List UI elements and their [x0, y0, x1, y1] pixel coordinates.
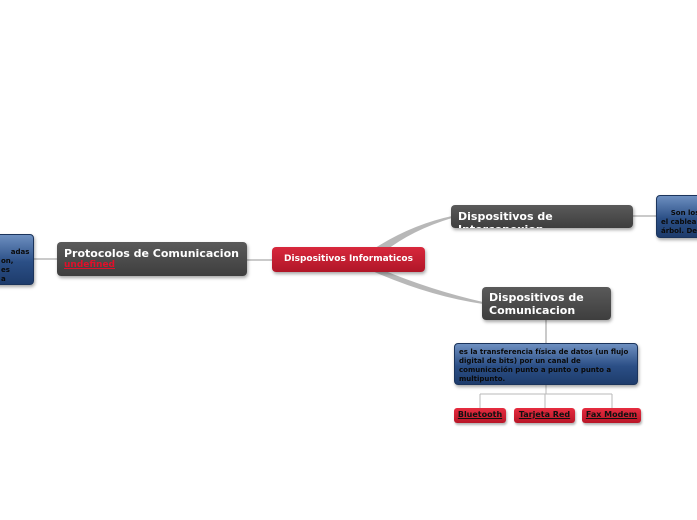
link-central-interconexion [372, 216, 452, 252]
device-bluetooth-label: Bluetooth [457, 410, 503, 419]
device-tarjeta-red-label: Tarjeta Red [518, 410, 571, 419]
topic-comunicacion[interactable]: Dispositivos de Comunicacion [482, 287, 611, 320]
note-comunicacion-text: es la transferencia física de datos (un … [459, 348, 629, 383]
central-topic[interactable]: Dispositivos Informaticos [272, 247, 425, 272]
note-comunicacion[interactable]: es la transferencia física de datos (un … [454, 343, 638, 385]
note-protocolos-text: adas on, es a n. [1, 248, 30, 283]
device-tarjeta-red[interactable]: Tarjeta Red [514, 408, 575, 423]
central-topic-label: Dispositivos Informaticos [284, 254, 413, 264]
link-note-devices [479, 385, 613, 408]
device-fax-modem-label: Fax Modem [585, 410, 638, 419]
device-bluetooth[interactable]: Bluetooth [454, 408, 506, 423]
topic-protocolos-title: Protocolos de Comunicacion [64, 247, 239, 260]
topic-interconexion-title: Dispositivos de Interconexion [458, 210, 553, 228]
note-protocolos[interactable]: adas on, es a n. [0, 234, 34, 285]
topic-interconexion[interactable]: Dispositivos de Interconexion [451, 205, 633, 228]
note-interconexion[interactable]: Son los d el cablea árbol. De se conec [656, 195, 697, 238]
link-central-comunicacion [370, 268, 483, 304]
topic-protocolos-sub[interactable]: undefined [64, 260, 115, 270]
note-interconexion-text: Son los d el cablea árbol. De se conec [661, 209, 697, 237]
topic-comunicacion-title: Dispositivos de Comunicacion [489, 291, 584, 317]
topic-protocolos[interactable]: Protocolos de Comunicacion undefined [57, 242, 247, 276]
device-fax-modem[interactable]: Fax Modem [582, 408, 641, 423]
